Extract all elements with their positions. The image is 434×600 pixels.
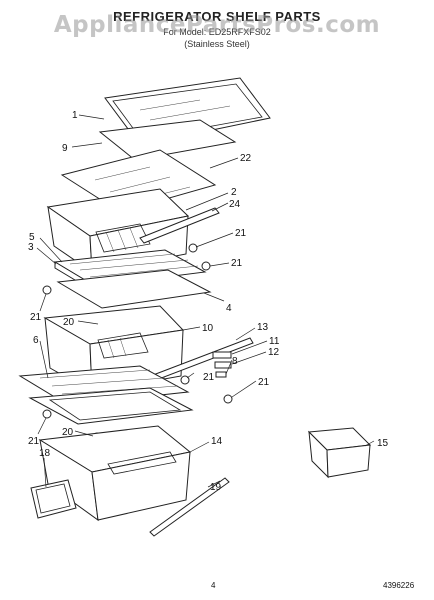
callout-11: 11 (269, 336, 280, 347)
part-4-cover-frame (56, 269, 212, 309)
leader-lines (36, 114, 375, 488)
part-14-drawer (38, 425, 192, 522)
callout-15: 15 (377, 438, 389, 449)
callout-21e: 21 (258, 377, 270, 388)
callout-21a: 21 (235, 228, 247, 239)
callout-10: 10 (202, 323, 214, 334)
callout-21b: 21 (231, 258, 243, 269)
callout-8: 8 (232, 356, 238, 367)
part-19-rod (149, 477, 230, 537)
part-21-clips (42, 243, 233, 419)
callout-24: 24 (229, 199, 241, 210)
part-24-slide (139, 207, 220, 244)
callout-1: 1 (72, 110, 78, 121)
part-18-label (30, 479, 77, 519)
callout-20b: 20 (62, 427, 74, 438)
callout-22: 22 (240, 153, 252, 164)
part-code: 4396226 (383, 581, 415, 590)
callout-labels: 1 9 22 2 24 5 21 3 21 4 21 20 10 13 11 6… (28, 110, 389, 493)
part-6-cover (18, 365, 194, 425)
diagram-title: REFRIGERATOR SHELF PARTS (113, 9, 321, 24)
model-subtitle: For Model: ED25RFXFS02 (163, 27, 271, 37)
part-9-rail (98, 119, 237, 161)
callout-21f: 21 (28, 436, 40, 447)
part-15-bin (307, 427, 372, 479)
page-number: 4 (211, 581, 216, 590)
callout-14: 14 (211, 436, 223, 447)
callout-6: 6 (33, 335, 39, 346)
callout-20a: 20 (63, 317, 75, 328)
callout-3: 3 (28, 242, 34, 253)
callout-18: 18 (39, 448, 51, 459)
callout-4: 4 (226, 303, 232, 314)
callout-5: 5 (29, 232, 35, 243)
variant-subtitle: (Stainless Steel) (184, 39, 250, 49)
callout-2: 2 (231, 187, 237, 198)
part-11-12-8-hardware (212, 351, 232, 378)
callout-12: 12 (268, 347, 280, 358)
callout-21d: 21 (203, 372, 215, 383)
callout-9: 9 (62, 143, 68, 154)
callout-19: 19 (210, 482, 222, 493)
watermark: AppliancePartsPros.com (53, 12, 381, 38)
callout-21c: 21 (30, 312, 42, 323)
callout-13: 13 (257, 322, 269, 333)
